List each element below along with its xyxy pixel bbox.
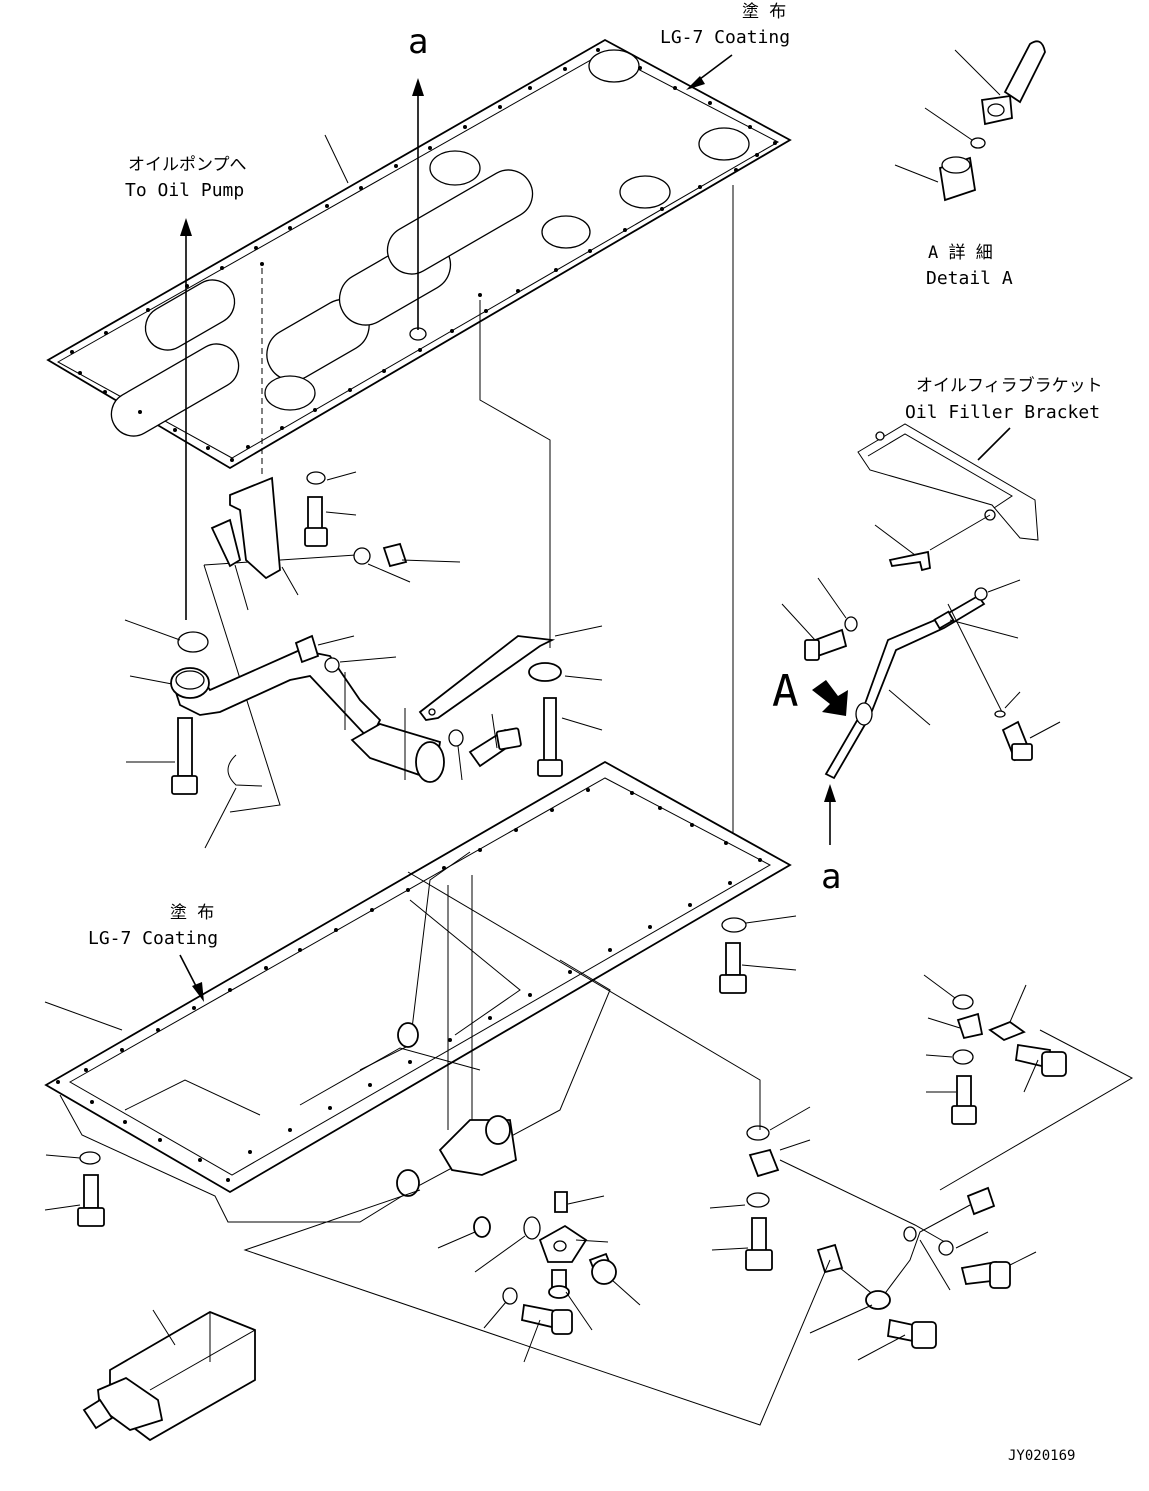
oil-pump-jp: オイルポンプへ [128,155,247,175]
coating-bottom-jp: 塗 布 [170,902,214,923]
gasket-bolt-holes [70,48,777,462]
drawing-id: JY020169 [1008,1448,1075,1464]
oil-filler-bracket [857,423,1039,541]
dipstick-tube [781,514,1061,780]
pan-bolt-left [44,1151,105,1227]
view-a-arrow [812,680,848,716]
bracket-assembly [210,471,461,611]
filler-bracket-jp: オイルフィラブラケット [916,375,1103,396]
arrow-a-bottom-label: a [821,857,841,897]
suction-tube [124,619,445,849]
tool [82,1309,256,1442]
drain-parts [437,1191,641,1363]
filler-bracket-en: Oil Filler Bracket [905,402,1100,423]
view-a-label: A [772,666,799,717]
coating-top-en: LG-7 Coating [660,27,790,48]
arrow-a-top [412,78,424,330]
coating-top-jp: 塗 布 [742,1,786,22]
detail-a-en: Detail A [926,268,1013,289]
detail-a-jp: A 詳 細 [928,243,993,263]
sensor-harness [243,1186,1037,1426]
harness-clamp-group [923,974,1134,1191]
gasket [46,38,792,470]
coating-bottom-arrow [179,954,204,1002]
arrow-a-top-label: a [408,22,428,62]
detail-a-parts [894,40,1046,202]
lower-clamp-group [407,871,951,1271]
support-bracket [404,625,603,781]
arrow-a-bottom [824,784,836,845]
arrow-oil-pump [180,218,192,620]
pan-bolt-right [719,915,797,994]
coating-bottom-en: LG-7 Coating [88,928,218,949]
pan-bolt-holes [56,788,762,1182]
coating-top-arrow [686,54,733,90]
oil-pan [44,760,792,1223]
oil-pump-en: To Oil Pump [125,180,244,201]
